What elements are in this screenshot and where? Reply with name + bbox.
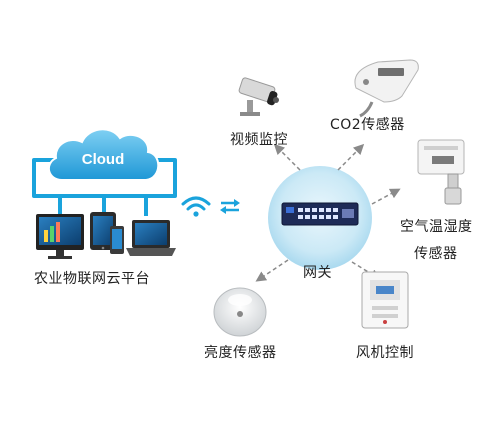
- desktop-monitor-icon: [36, 214, 84, 259]
- arrow-to-fan-control: [351, 261, 381, 280]
- air-sensor-label-line1: 空气温湿度: [400, 219, 473, 235]
- camera-label: 视频监控: [230, 132, 288, 148]
- air-sensor-label-line2: 传感器: [414, 246, 458, 262]
- platform-label: 农业物联网云平台: [34, 271, 150, 287]
- tablet-icon: [90, 212, 116, 250]
- laptop-icon: [126, 220, 176, 256]
- connection-arrows: [255, 143, 401, 282]
- fan-control-label: 风机控制: [356, 345, 414, 361]
- light-sensor-label: 亮度传感器: [204, 345, 277, 361]
- wifi-icon: [181, 196, 211, 217]
- gateway-device-icon: [281, 202, 359, 226]
- phone-icon: [110, 226, 124, 254]
- co2-sensor-label: CO2传感器: [330, 117, 405, 133]
- air-sensor-icon: [417, 139, 465, 205]
- arrow-to-camera: [273, 143, 301, 171]
- data-exchange-icon: [220, 199, 240, 214]
- arrow-to-air-sensor: [371, 188, 401, 205]
- co2-sensor-icon: [354, 59, 419, 118]
- arrow-to-co2: [337, 143, 365, 171]
- arrow-to-light-sensor: [255, 259, 289, 282]
- cloud-icon: Cloud: [47, 128, 160, 181]
- light-sensor-icon: [213, 287, 267, 337]
- gateway-label: 网关: [303, 265, 332, 281]
- cloud-label: Cloud: [82, 151, 125, 168]
- camera-icon: [238, 77, 279, 116]
- fan-controller-icon: [361, 271, 409, 329]
- cloud-platform-group: Cloud: [32, 128, 177, 259]
